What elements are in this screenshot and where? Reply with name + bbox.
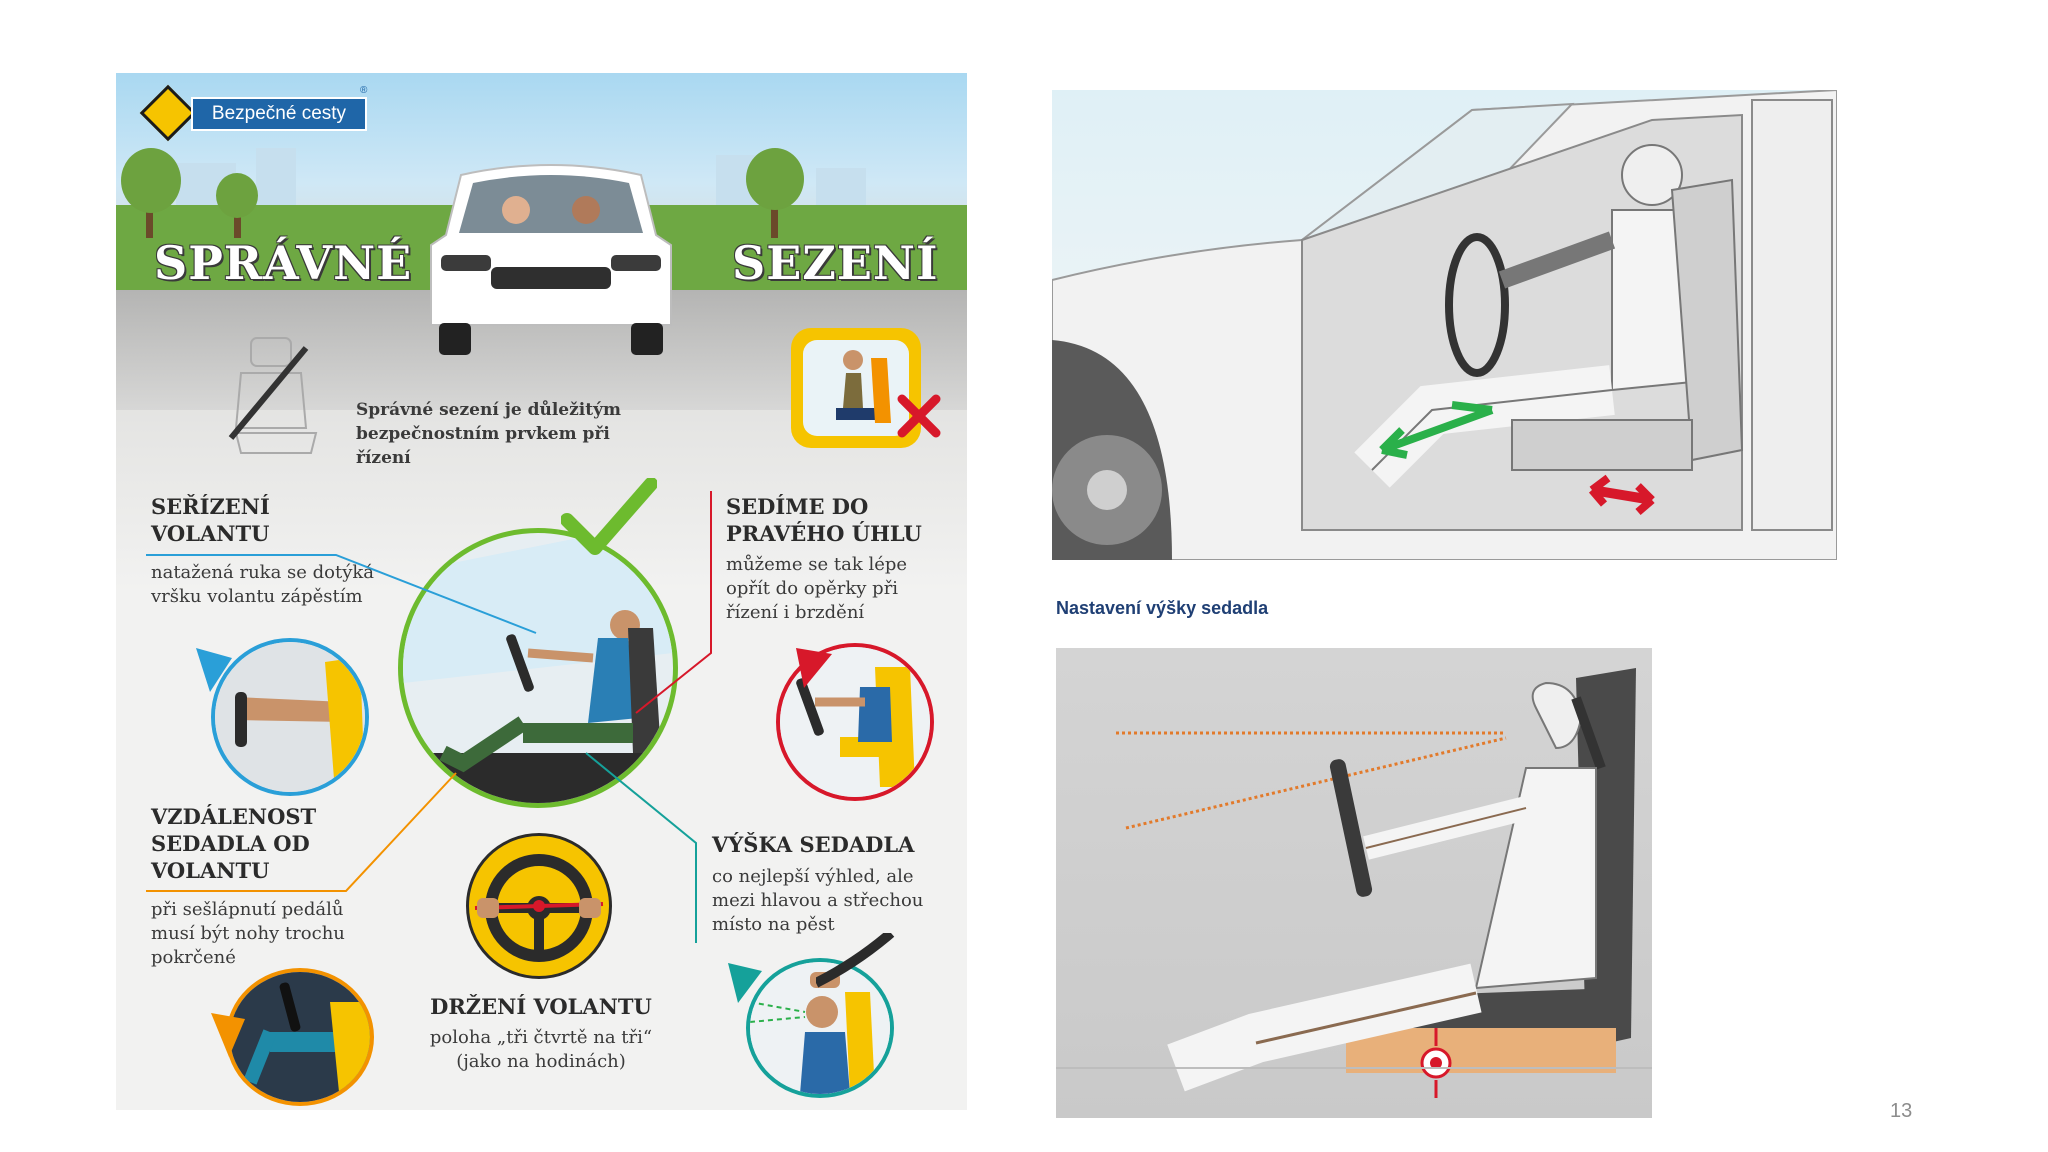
tree-trunk	[771, 193, 778, 238]
check-icon	[561, 478, 657, 555]
red-pointer-icon	[796, 648, 832, 688]
orange-pointer-icon	[211, 1013, 245, 1057]
intro-text: Správné sezení je důležitým bezpečnostní…	[356, 400, 621, 468]
skyline-building	[256, 148, 296, 213]
right-angle-circle	[776, 643, 934, 801]
car-seat-adjust-illustration	[1052, 90, 1837, 560]
seat-height-circle	[746, 958, 894, 1098]
title-left: SPRÁVNÉ	[154, 236, 413, 290]
arm-reach-illustration	[215, 642, 365, 792]
seat-height-text: co nejlepší výhled, ale mezi hlavou a st…	[712, 866, 924, 935]
logo-registered-mark: ®	[360, 85, 368, 96]
teal-pointer-icon	[728, 963, 762, 1003]
seat-distance-heading: VZDÁLENOST SEDADLA OD VOLANTU	[151, 804, 317, 883]
legs-bent-illustration	[230, 972, 370, 1102]
wrong-posture-panel	[791, 328, 921, 448]
tree-icon	[121, 148, 181, 213]
seating-infographic: Bezpečné cesty ® SPRÁVNÉ SEZENÍ Správné …	[116, 73, 967, 1110]
back-rest-illustration	[780, 647, 930, 797]
steering-wheel-icon	[474, 854, 604, 962]
seat-height-heading: VÝŠKA SEDADLA	[712, 832, 915, 857]
page-number: 13	[1890, 1100, 1913, 1122]
steering-adjust-circle	[211, 638, 369, 796]
car-roof-line	[816, 933, 895, 988]
seatbelt-seat-icon	[228, 337, 318, 454]
tree-icon	[216, 173, 258, 218]
tree-trunk	[146, 193, 153, 238]
title-right: SEZENÍ	[732, 236, 939, 290]
seat-distance-circle	[226, 968, 374, 1106]
driver-sightline-drawing	[1056, 668, 1652, 1098]
seat-height-illustration	[1056, 648, 1652, 1118]
connector-lines	[146, 491, 712, 943]
car-interior-drawing	[1052, 90, 1837, 560]
wrong-posture-illustration	[803, 340, 909, 436]
seat-distance-text: při sešlápnutí pedálů musí být nohy troc…	[151, 899, 345, 968]
cross-icon	[897, 394, 941, 438]
steering-hold-circle	[466, 833, 612, 979]
blue-pointer-icon	[196, 648, 232, 692]
car-front-illustration	[430, 164, 672, 355]
steering-adjust-text: natažená ruka se dotýká vršku volantu zá…	[151, 562, 375, 607]
tree-trunk	[234, 203, 241, 238]
seat-height-caption: Nastavení výšky sedadla	[1056, 598, 1269, 618]
steering-adjust-heading: SEŘÍZENÍ VOLANTU	[151, 494, 270, 546]
right-angle-text: můžeme se tak lépe opřít do opěrky při ř…	[726, 554, 908, 623]
steering-hold-heading: DRŽENÍ VOLANTU	[430, 994, 652, 1019]
logo-text: Bezpečné cesty	[191, 97, 367, 131]
tree-icon	[746, 148, 804, 210]
steering-hold-text: poloha „tři čtvrtě na tři“ (jako na hodi…	[429, 1027, 653, 1072]
right-angle-heading: SEDÍME DO PRAVÉHO ÚHLU	[726, 494, 922, 546]
